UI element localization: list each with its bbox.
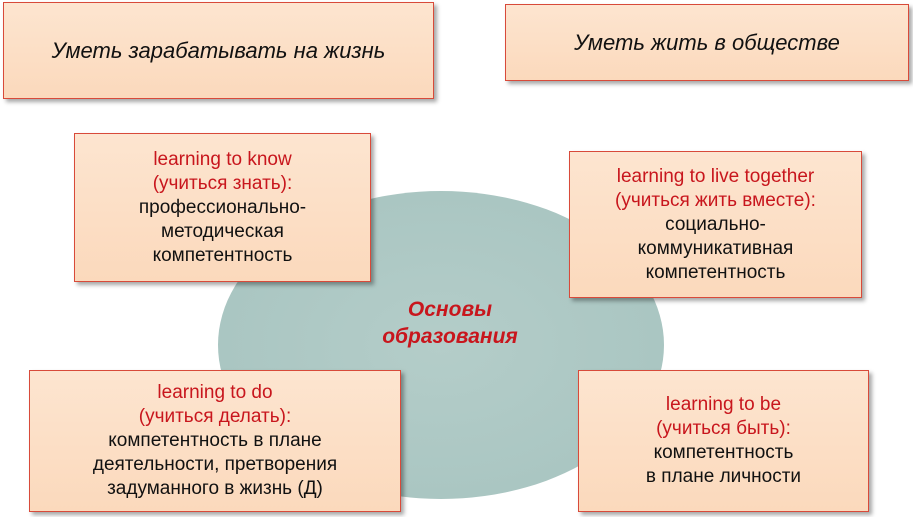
center-label: Основы образования <box>340 296 560 350</box>
be-title: learning to be <box>665 394 782 415</box>
together-line-1: социально- <box>665 213 766 235</box>
know-line-3: компетентность <box>152 244 293 266</box>
know-subtitle: (учиться знать): <box>152 172 293 194</box>
top-right-box: Уметь жить в обществе <box>505 4 909 81</box>
top-right-text: Уметь жить в обществе <box>574 29 840 55</box>
top-left-text: Уметь зарабатывать на жизнь <box>51 37 386 63</box>
together-subtitle: (учиться жить вместе): <box>615 189 816 211</box>
be-line-2: в плане личности <box>645 466 802 487</box>
do-line-3: задуманного в жизнь (Д) <box>107 478 323 499</box>
center-label-line-2: образования <box>382 325 518 348</box>
learning-to-be-box: learning to be (учиться быть): компетент… <box>578 370 869 512</box>
do-subtitle: (учиться делать): <box>138 406 292 427</box>
know-line-1: профессионально- <box>138 196 307 218</box>
together-line-2: коммуникативная <box>637 237 794 259</box>
center-label-line-1: Основы <box>407 298 493 321</box>
learning-to-know-box: learning to know (учиться знать): профес… <box>74 133 371 282</box>
do-line-2: деятельности, претворения <box>92 454 338 475</box>
know-title: learning to know <box>153 148 292 170</box>
together-title: learning to live together <box>616 165 815 187</box>
be-line-1: компетентность <box>653 442 794 463</box>
be-subtitle: (учиться быть): <box>656 418 791 439</box>
do-line-1: компетентность в плане <box>108 430 322 451</box>
learning-to-do-box: learning to do (учиться делать): компете… <box>29 370 401 512</box>
do-title: learning to do <box>157 382 273 403</box>
together-line-3: компетентность <box>645 261 786 283</box>
top-left-box: Уметь зарабатывать на жизнь <box>3 2 434 99</box>
know-line-2: методическая <box>161 220 284 242</box>
learning-to-live-together-box: learning to live together (учиться жить … <box>569 151 862 298</box>
